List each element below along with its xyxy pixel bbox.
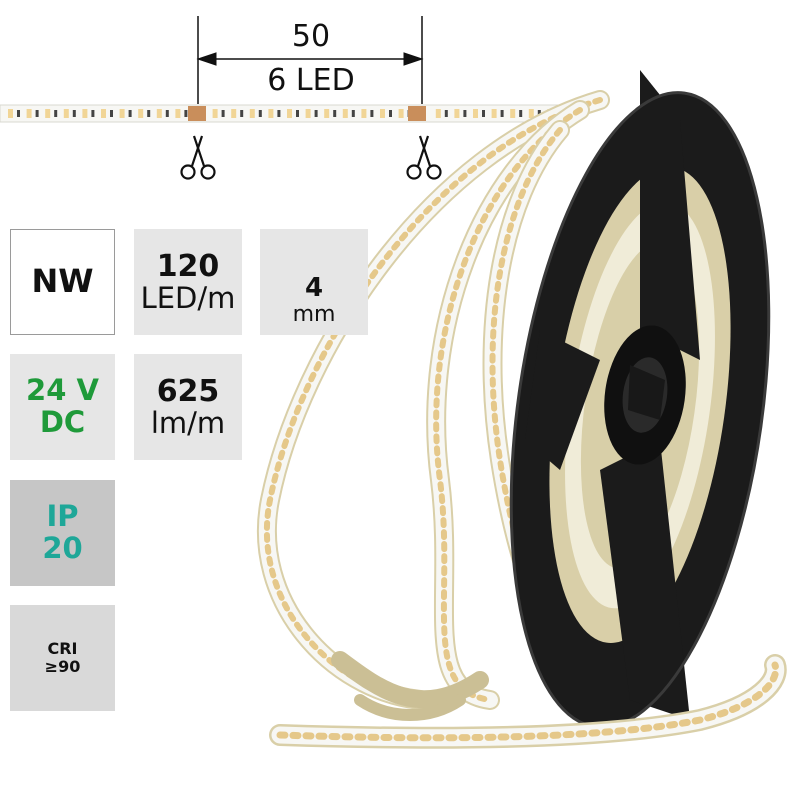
led-chip (528, 109, 534, 118)
led-density-badge: 120 LED/m (134, 229, 242, 335)
led-chip (510, 109, 516, 118)
led-chip (454, 109, 460, 118)
led-density-value: 120 (156, 248, 220, 284)
led-chip (287, 109, 292, 118)
ip-rating-label: IP (46, 499, 79, 534)
led-chip (435, 109, 441, 118)
led-chip (361, 109, 367, 118)
led-chip (268, 109, 274, 118)
resistor-chip (35, 110, 39, 117)
resistor-chip (482, 110, 485, 117)
strip-width-badge: 4 mm (260, 229, 368, 335)
resistor-chip (333, 110, 337, 117)
resistor-chip (519, 110, 523, 117)
dimension-marker (196, 16, 424, 104)
voltage-value: 24 V (26, 373, 99, 408)
voltage-badge: 24 V DC (10, 354, 115, 460)
led-strip-coil (256, 90, 610, 721)
solder-pad (408, 106, 426, 121)
led-chip (473, 109, 478, 118)
resistor-chip (444, 110, 448, 117)
led-chip (138, 109, 144, 118)
color-temperature-badge: NW (10, 229, 115, 335)
led-strip-top (0, 104, 561, 123)
solder-pad (188, 106, 206, 121)
strip-width-value: 4 (304, 273, 324, 304)
led-chip (231, 109, 237, 118)
led-density-unit: LED/m (140, 280, 236, 315)
led-chip (8, 109, 13, 118)
led-chip (342, 109, 348, 118)
resistor-chip (110, 110, 113, 117)
led-chip (26, 109, 32, 118)
led-chip (398, 109, 404, 118)
segment-led-count-label: 6 LED (267, 63, 355, 98)
led-chip (212, 109, 218, 118)
reel-spool (509, 70, 771, 729)
led-chip (380, 109, 385, 118)
resistor-chip (17, 110, 20, 117)
cri-label: CRI (47, 638, 78, 658)
resistor-chip (240, 110, 244, 117)
cri-value: ≥90 (44, 657, 81, 676)
resistor-chip (258, 110, 262, 117)
resistor-chip (500, 110, 504, 117)
resistor-chip (72, 110, 76, 117)
resistor-chip (147, 110, 151, 117)
resistor-chip (389, 110, 392, 117)
led-chip (63, 109, 69, 118)
resistor-chip (314, 110, 318, 117)
segment-length-label: 50 (291, 19, 331, 54)
strip-width-unit: mm (292, 301, 336, 327)
resistor-chip (351, 110, 355, 117)
led-chip (175, 109, 181, 118)
led-chip (45, 109, 51, 118)
led-strip-bottom (269, 654, 787, 749)
resistor-chip (277, 110, 281, 117)
cri-badge: CRI ≥90 (10, 605, 115, 711)
color-temperature-value: NW (31, 262, 94, 301)
led-chip (82, 109, 88, 118)
resistor-chip (54, 110, 58, 117)
scissors-icon (180, 135, 216, 180)
resistor-chip (221, 110, 225, 117)
luminous-flux-badge: 625 lm/m (134, 354, 242, 460)
luminous-flux-unit: lm/m (150, 405, 226, 440)
led-chip (156, 109, 162, 118)
resistor-chip (91, 110, 95, 117)
voltage-type: DC (39, 405, 86, 439)
ip-rating-value: 20 (42, 531, 83, 565)
led-chip (101, 109, 106, 118)
led-chip (324, 109, 330, 118)
luminous-flux-value: 625 (156, 373, 220, 409)
resistor-chip (463, 110, 467, 117)
resistor-chip (537, 110, 541, 117)
resistor-chip (128, 110, 132, 117)
led-chip (305, 109, 311, 118)
resistor-chip (370, 110, 374, 117)
led-chip (491, 109, 497, 118)
led-chip (119, 109, 125, 118)
ip-rating-badge: IP 20 (10, 480, 115, 586)
resistor-chip (184, 110, 188, 117)
scissors-icon (406, 135, 442, 180)
led-chip (249, 109, 255, 118)
resistor-chip (165, 110, 169, 117)
resistor-chip (296, 110, 299, 117)
